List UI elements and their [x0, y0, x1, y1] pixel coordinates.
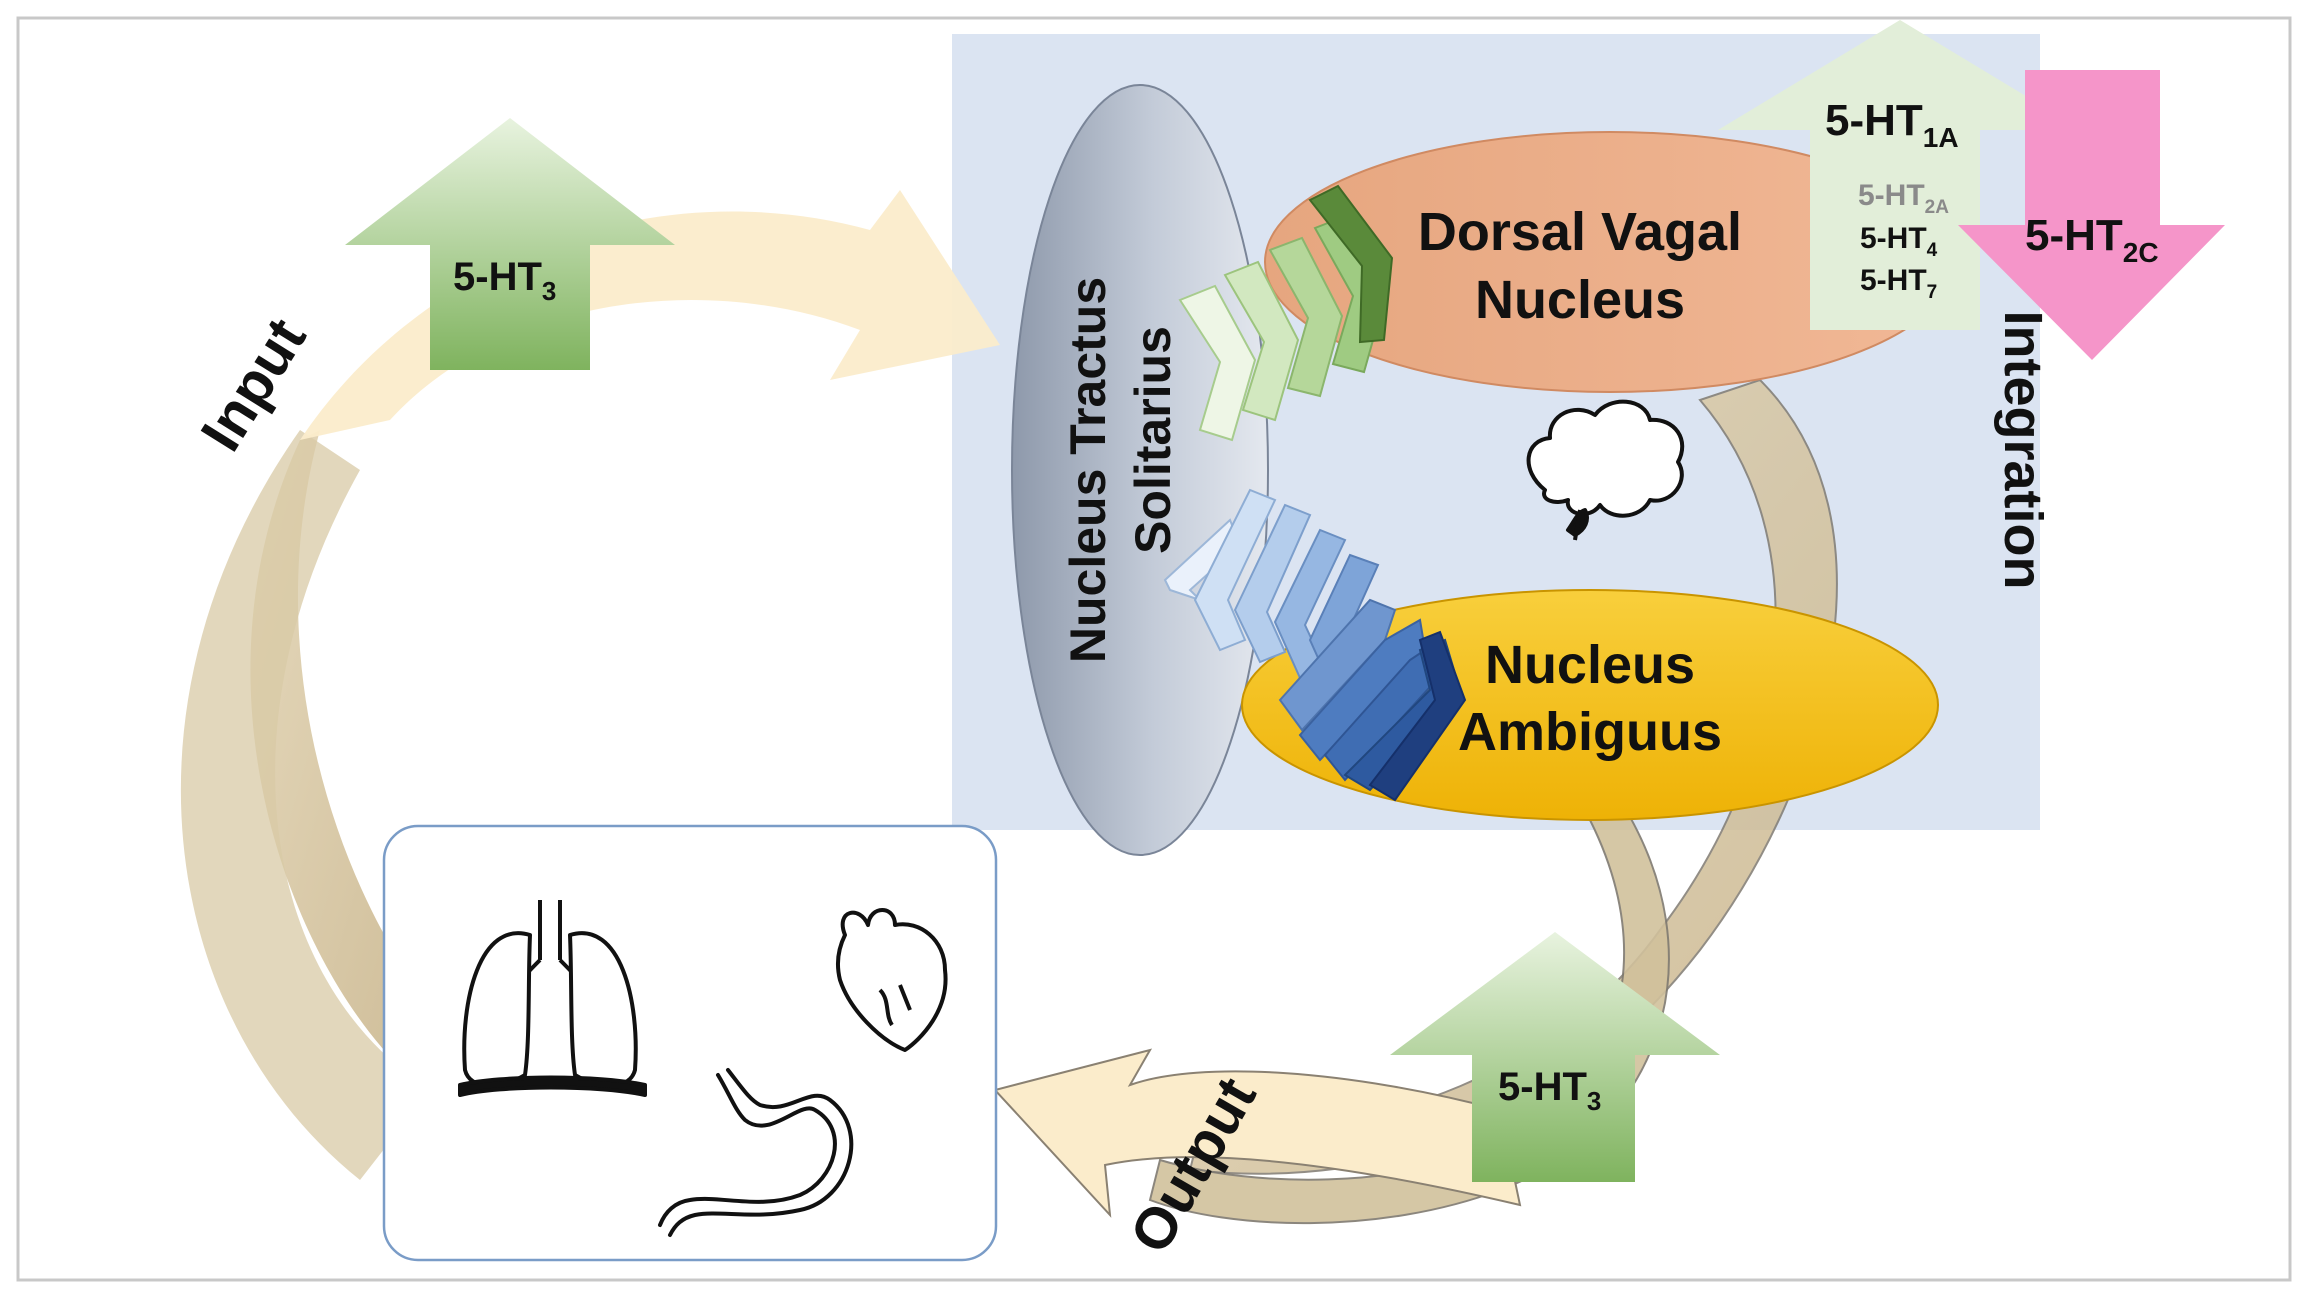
brain-icon [1526, 399, 1685, 541]
chevron [1163, 518, 1242, 601]
nts-label-line2: Solitarius [1125, 326, 1181, 554]
chevron [1233, 503, 1312, 664]
dvn-label-line2: Nucleus [1475, 270, 1685, 330]
receptor-2c-label: 5-HT2C [2025, 211, 2159, 268]
nts-ellipse [1011, 84, 1269, 856]
chevron [1223, 260, 1300, 422]
receptor-2c-down-arrow [1958, 70, 2225, 360]
receptor-1a-up-arrow [1718, 20, 2082, 330]
receptor-4-label: 5-HT4 [1860, 222, 1938, 261]
integration-label: Integration [1993, 311, 2053, 590]
stomach-icon [658, 1068, 854, 1237]
output-receptor-up-arrow [1390, 932, 1720, 1182]
input-receptor-label: 5-HT3 [453, 255, 556, 306]
input-receptor-up-arrow [345, 118, 675, 370]
chevron [1308, 184, 1394, 344]
na-label-line1: Nucleus [1485, 635, 1695, 695]
output-flow-head [993, 1048, 1522, 1218]
chevron [1193, 488, 1277, 652]
nts-to-dvn-chevrons [1178, 184, 1394, 442]
na-label-line2: Ambiguus [1458, 702, 1722, 762]
lungs-icon [458, 900, 647, 1097]
chevron [1298, 618, 1427, 762]
receptor-2a-label: 5-HT2A [1858, 179, 1949, 218]
heart-icon [835, 908, 948, 1052]
receptor-7-label: 5-HT7 [1860, 264, 1937, 303]
input-flow-arrow [180, 430, 430, 1180]
chevron [1178, 284, 1257, 442]
nts-to-na-chevrons [1163, 488, 1467, 802]
receptor-1a-label: 5-HT1A [1825, 96, 1959, 153]
chevron [1368, 630, 1467, 802]
dvn-label-line1: Dorsal Vagal [1418, 202, 1742, 262]
nts-label-line1: Nucleus Tractus [1060, 277, 1116, 663]
chevron [1268, 236, 1344, 398]
input-flow-head [300, 190, 1000, 440]
chevron [1278, 598, 1397, 732]
output-receptor-label: 5-HT3 [1498, 1065, 1601, 1116]
